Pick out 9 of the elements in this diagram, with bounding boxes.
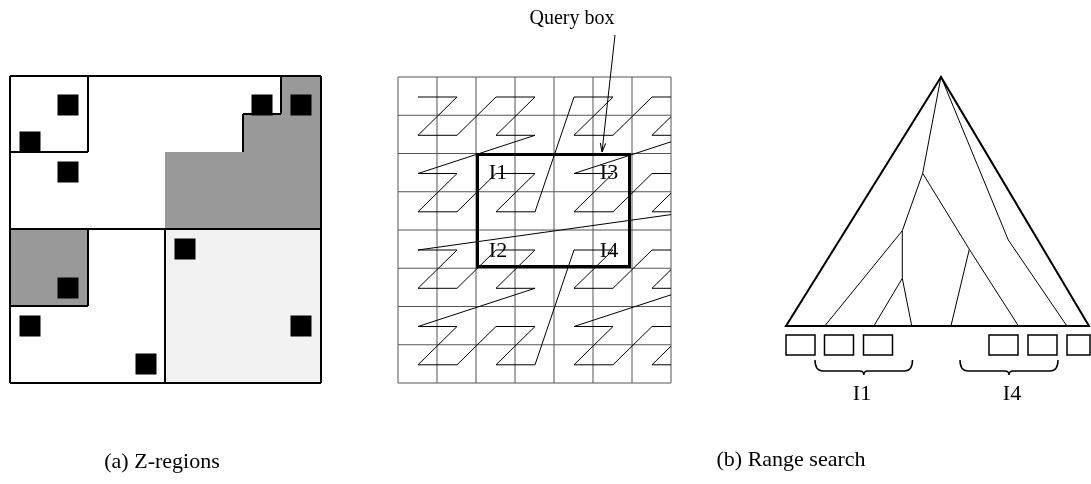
leader-line [599,34,616,153]
leader-label: Query box [529,5,615,29]
interval-label: I1 [852,382,872,404]
caption: (b) Range search [716,448,866,470]
caption: (a) Z-regions [104,450,220,472]
interval-label: I4 [1002,382,1022,404]
region-label: I2 [488,239,508,261]
query-box [476,153,631,268]
region-label: I4 [599,239,619,261]
